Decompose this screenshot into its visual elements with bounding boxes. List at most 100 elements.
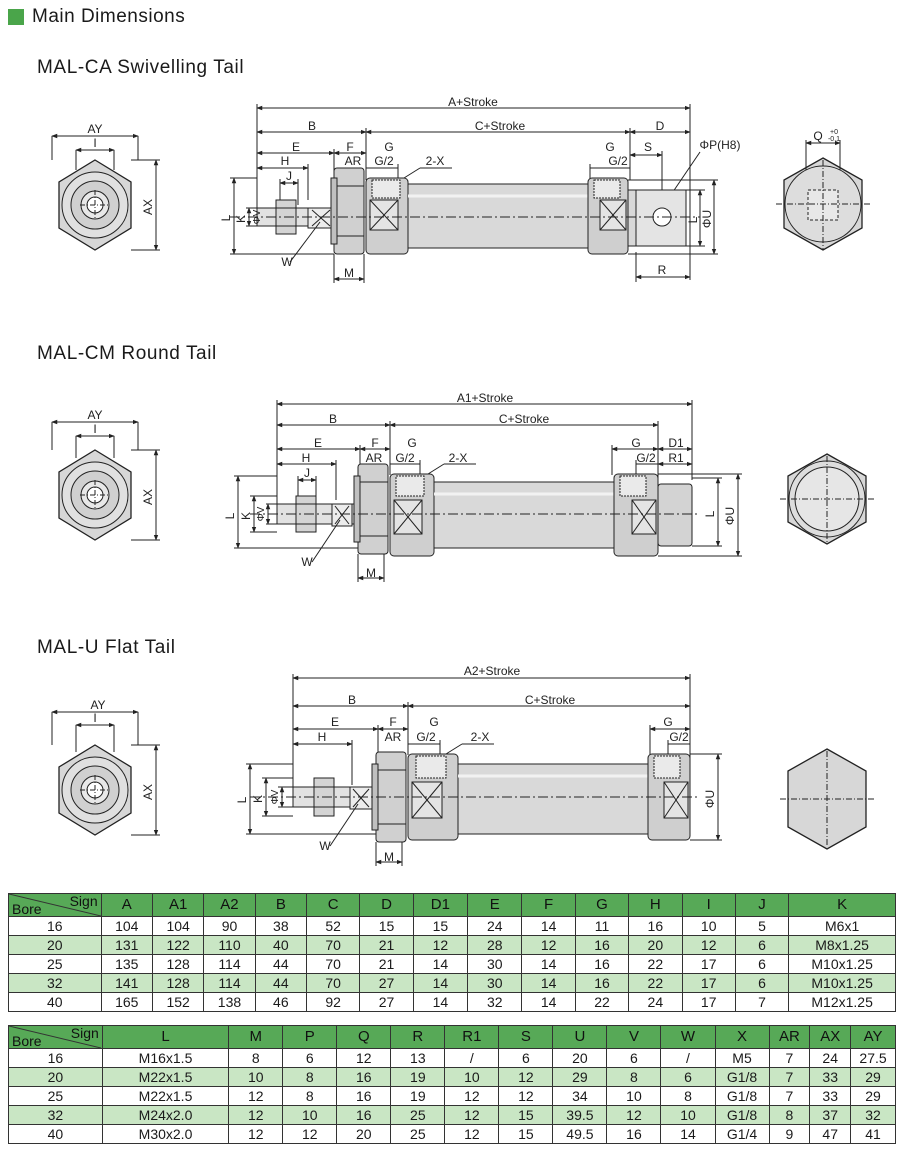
value-cell: 12 <box>336 1048 392 1068</box>
value-cell: 20 <box>628 935 683 955</box>
dim-m: M <box>366 566 376 580</box>
value-cell: 6 <box>734 935 790 955</box>
col-header: P <box>282 1025 338 1049</box>
value-cell: 131 <box>100 935 153 955</box>
value-cell: 135 <box>100 954 153 974</box>
dim-ar: AR <box>366 451 383 465</box>
dim-g: G <box>384 140 393 154</box>
value-cell: 8 <box>606 1067 662 1087</box>
dim-k: K <box>234 215 248 223</box>
bore-cell: 20 <box>8 935 102 955</box>
value-cell: 6 <box>734 973 790 993</box>
value-cell: 24 <box>467 916 523 936</box>
value-cell: 7 <box>734 992 790 1012</box>
value-cell: 21 <box>359 935 414 955</box>
dim-g2: G/2 <box>395 451 415 465</box>
value-cell: M24x2.0 <box>101 1105 230 1125</box>
value-cell: M10x1.25 <box>788 954 896 974</box>
value-cell: 70 <box>305 935 361 955</box>
drawing-mal-ca: A+Stroke B C+Stroke D E F G G H AR G/2 G… <box>51 95 870 283</box>
section-title-u: MAL-U Flat Tail <box>37 637 176 658</box>
dim-l: L <box>223 512 237 519</box>
value-cell: 24 <box>809 1048 852 1068</box>
bore-cell: 20 <box>8 1067 103 1087</box>
value-cell: 16 <box>336 1086 392 1106</box>
dim-f: F <box>346 140 353 154</box>
value-cell: 39.5 <box>552 1105 608 1125</box>
value-cell: 15 <box>498 1105 554 1125</box>
value-cell: 104 <box>100 916 153 936</box>
value-cell: 165 <box>100 992 153 1012</box>
value-cell: / <box>660 1048 716 1068</box>
value-cell: 6 <box>498 1048 554 1068</box>
value-cell: 6 <box>282 1048 338 1068</box>
value-cell: 22 <box>574 992 630 1012</box>
dim-w: W <box>319 839 331 853</box>
col-header: H <box>628 893 683 917</box>
value-cell: 14 <box>521 992 576 1012</box>
col-header: A <box>100 893 153 917</box>
value-cell: 33 <box>809 1086 852 1106</box>
dim-e: E <box>292 140 300 154</box>
value-cell: 110 <box>203 935 256 955</box>
value-cell: 19 <box>390 1067 446 1087</box>
value-cell: 6 <box>734 954 790 974</box>
value-cell: M12x1.25 <box>788 992 896 1012</box>
col-header: L <box>101 1025 230 1049</box>
dim-p: ΦP(H8) <box>700 138 741 152</box>
dim-b: B <box>348 693 356 707</box>
value-cell: 44 <box>254 973 308 993</box>
dim-2x: 2-X <box>426 154 445 168</box>
value-cell: 38 <box>254 916 308 936</box>
value-cell: 14 <box>521 916 576 936</box>
value-cell: 8 <box>228 1048 284 1068</box>
dim-g: G <box>429 715 438 729</box>
value-cell: 52 <box>305 916 361 936</box>
value-cell: 12 <box>498 1086 554 1106</box>
value-cell: 29 <box>552 1067 608 1087</box>
dim-j: J <box>304 466 310 480</box>
col-header: V <box>606 1025 662 1049</box>
value-cell: 24 <box>628 992 683 1012</box>
dim-ay: AY <box>87 408 102 422</box>
value-cell: G1/8 <box>714 1086 770 1106</box>
value-cell: 10 <box>660 1105 716 1125</box>
dim-e: E <box>331 715 339 729</box>
dim-g: G <box>407 436 416 450</box>
drawing-mal-cm: A1+Stroke B C+Stroke E F G G D1 H AR G/2… <box>51 391 874 582</box>
col-header: U <box>552 1025 608 1049</box>
corner-sign: Sign <box>69 893 98 909</box>
value-cell: 12 <box>681 935 736 955</box>
value-cell: 22 <box>628 954 683 974</box>
dim-m: M <box>344 266 354 280</box>
value-cell: 28 <box>467 935 523 955</box>
dim-ax: AX <box>141 199 155 215</box>
dimension-table-2: Bore Sign L M P Q R R1 S U V W X AR AX A… <box>8 1025 896 1144</box>
value-cell: 12 <box>498 1067 554 1087</box>
value-cell: 32 <box>467 992 523 1012</box>
dim-c-stroke: C+Stroke <box>499 412 550 426</box>
value-cell: 17 <box>681 973 736 993</box>
dim-g2: G/2 <box>374 154 394 168</box>
col-header: R <box>390 1025 446 1049</box>
value-cell: 12 <box>444 1124 500 1144</box>
dim-h: H <box>281 154 290 168</box>
col-header: C <box>305 893 361 917</box>
value-cell: 14 <box>412 992 469 1012</box>
col-header: D1 <box>412 893 469 917</box>
dim-g-rear: G <box>631 436 640 450</box>
value-cell: 15 <box>359 916 414 936</box>
col-header: B <box>254 893 308 917</box>
page-title: Main Dimensions <box>32 6 186 27</box>
col-header: AX <box>809 1025 852 1049</box>
dim-ar: AR <box>385 730 402 744</box>
value-cell: G1/4 <box>714 1124 770 1144</box>
col-header: A1 <box>151 893 205 917</box>
